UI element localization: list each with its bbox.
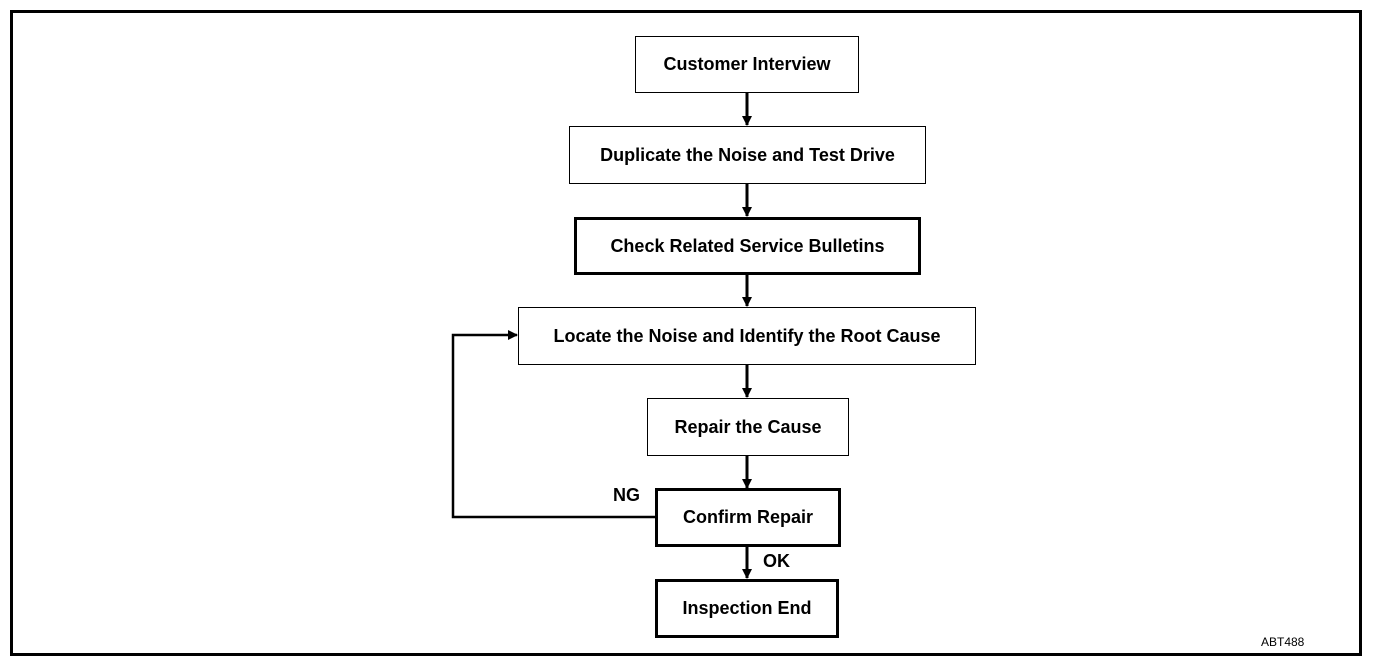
step-check-service-bulletins: Check Related Service Bulletins <box>574 217 921 275</box>
step-repair-cause: Repair the Cause <box>647 398 849 456</box>
step-locate-noise-root-cause: Locate the Noise and Identify the Root C… <box>518 307 976 365</box>
step-duplicate-noise-test-drive: Duplicate the Noise and Test Drive <box>569 126 926 184</box>
ok-label: OK <box>763 551 790 571</box>
diagram-frame <box>10 10 1362 656</box>
ng-feedback-arrow <box>451 330 656 519</box>
ng-label: NG <box>613 485 640 505</box>
figure-code: ABT488 <box>1261 635 1305 649</box>
step-confirm-repair: Confirm Repair <box>655 488 841 547</box>
step-inspection-end: Inspection End <box>655 579 839 638</box>
step-customer-interview: Customer Interview <box>635 36 859 93</box>
